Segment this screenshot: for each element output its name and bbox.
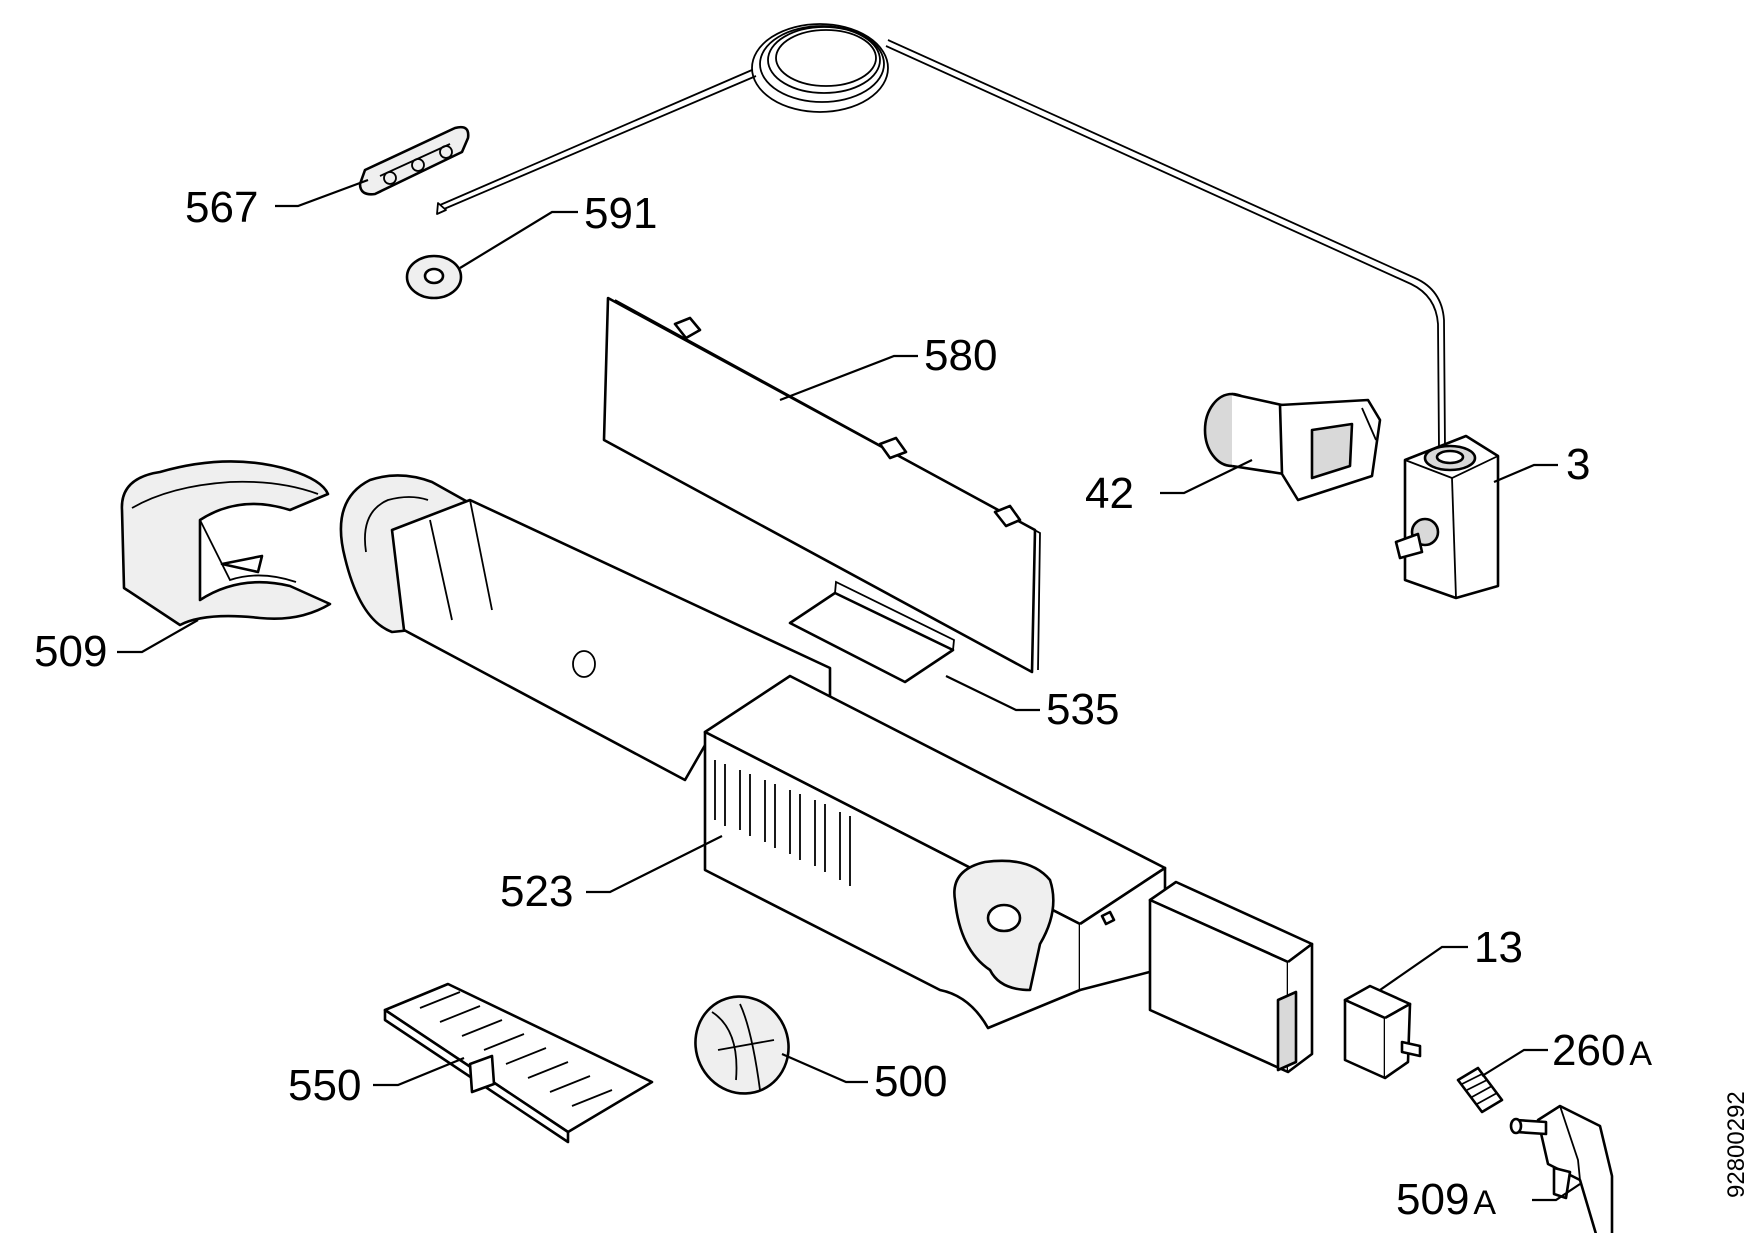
label-509: 509 — [34, 627, 107, 676]
label-13: 13 — [1474, 923, 1523, 972]
part-13-switch — [1343, 984, 1422, 1080]
label-42: 42 — [1085, 469, 1134, 518]
part-509-lamp-cover — [120, 460, 332, 627]
label-523: 523 — [500, 867, 573, 916]
label-3: 3 — [1566, 440, 1590, 489]
part-580-panel — [602, 296, 1041, 674]
part-567-clip — [358, 125, 470, 196]
part-523-insert — [1148, 880, 1314, 1074]
label-567: 567 — [185, 183, 258, 232]
leader-lines — [117, 178, 1581, 1202]
part-591-washer — [405, 254, 463, 300]
part-550-grille — [383, 982, 654, 1144]
document-code: 92800292 — [1723, 1091, 1750, 1198]
part-500-knob — [694, 995, 790, 1095]
part-3-thermostat — [1394, 434, 1500, 600]
label-591: 591 — [584, 189, 657, 238]
label-550: 550 — [288, 1061, 361, 1110]
capillary-tube — [436, 23, 1446, 451]
label-580: 580 — [924, 331, 997, 380]
label-535: 535 — [1046, 685, 1119, 734]
part-535-flap — [788, 580, 955, 684]
part-42-lamp-holder — [1203, 392, 1382, 502]
part-523-housing — [339, 474, 1167, 1030]
part-260a-spring — [1456, 1066, 1504, 1114]
label-500: 500 — [874, 1057, 947, 1106]
part-509a-button — [1509, 1104, 1614, 1233]
vent-slots — [714, 760, 851, 886]
